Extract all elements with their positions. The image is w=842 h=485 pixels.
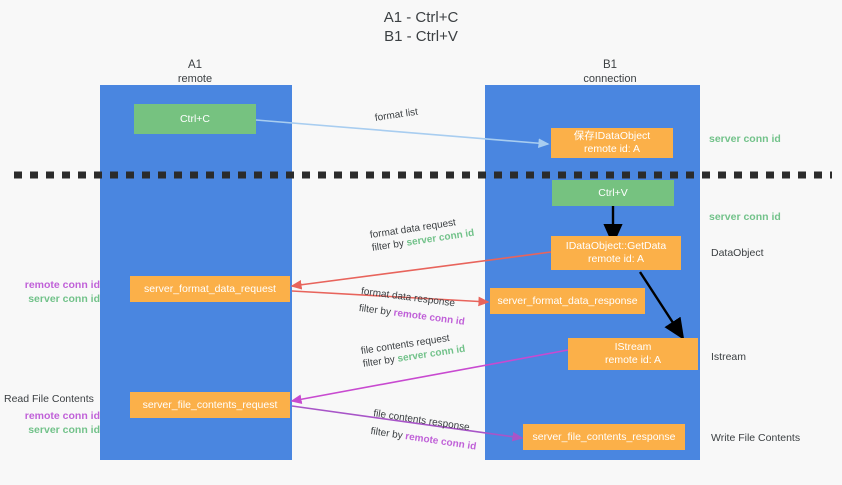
left-label-format-conn-ids: remote conn id server conn id [10,278,100,306]
node-idataobject-getdata[interactable]: IDataObject::GetData remote id: A [551,236,681,270]
edge-label-format-data-response: format data response filter by remote co… [358,285,468,329]
node-server-format-data-response-label: server_format_data_response [497,294,638,307]
filter-conn-id: remote conn id [392,307,466,328]
left-format-server-conn-id: server conn id [28,293,100,305]
node-istream[interactable]: IStream remote id: A [568,338,698,370]
node-istream-line1: IStream [614,341,652,353]
node-server-format-data-request[interactable]: server_format_data_request [130,276,290,302]
node-save-idataobject-line2: remote id: A [583,143,641,155]
right-label-server-conn-id-top: server conn id [709,133,781,145]
column-header-b1: B1 connection [535,58,685,86]
page-title: A1 - Ctrl+C B1 - Ctrl+V [0,8,842,46]
node-getdata-line2: remote id: A [587,253,645,265]
node-server-format-data-request-label: server_format_data_request [144,282,276,295]
left-file-server-conn-id: server conn id [28,424,100,436]
node-getdata-line1: IDataObject::GetData [565,240,667,252]
left-label-file-conn-ids: remote conn id server conn id [10,409,100,437]
column-a1-role: remote [177,73,213,85]
column-b1-name: B1 [602,59,618,71]
filter-prefix: filter by [369,425,407,443]
left-label-read-file-contents: Read File Contents [4,392,100,406]
filter-prefix: filter by [362,353,399,370]
right-label-write-file-contents: Write File Contents [711,432,801,444]
node-server-file-contents-response-label: server_file_contents_response [532,430,676,443]
node-server-file-contents-response[interactable]: server_file_contents_response [523,424,685,450]
node-server-file-contents-request[interactable]: server_file_contents_request [130,392,290,418]
edge-label-file-contents-request: file contents request filter by server c… [360,330,466,371]
node-ctrl-c-label: Ctrl+C [179,112,211,125]
filter-prefix: filter by [358,302,395,319]
edge-label-format-list: format list [374,106,419,125]
filter-prefix: filter by [371,237,408,254]
left-format-remote-conn-id: remote conn id [24,279,100,291]
column-a1-name: A1 [187,59,203,71]
right-label-istream: Istream [711,351,747,363]
node-server-file-contents-request-label: server_file_contents_request [142,398,278,411]
column-b1-role: connection [583,73,637,85]
node-istream-line2: remote id: A [604,354,662,366]
title-line-2: B1 - Ctrl+V [384,28,458,45]
filter-conn-id: remote conn id [404,431,478,453]
node-ctrl-c[interactable]: Ctrl+C [134,104,256,134]
column-header-a1: A1 remote [120,58,270,86]
node-ctrl-v[interactable]: Ctrl+V [552,180,674,206]
left-file-remote-conn-id: remote conn id [24,410,100,422]
title-line-1: A1 - Ctrl+C [383,9,459,26]
right-label-dataobject: DataObject [711,247,764,259]
node-ctrl-v-label: Ctrl+V [598,186,628,199]
edge-label-format-list-text: format list [374,106,419,124]
node-server-format-data-response[interactable]: server_format_data_response [490,288,645,314]
edge-label-file-contents-response: file contents response filter by remote … [370,407,480,453]
node-save-idataobject-line1: 保存IDataObject [573,130,651,142]
edge-label-format-data-request: format data request filter by server con… [369,214,475,255]
left-read-file-contents-text: Read File Contents [4,393,94,405]
node-save-idataobject[interactable]: 保存IDataObject remote id: A [551,128,673,158]
right-label-server-conn-id-mid: server conn id [709,211,781,223]
